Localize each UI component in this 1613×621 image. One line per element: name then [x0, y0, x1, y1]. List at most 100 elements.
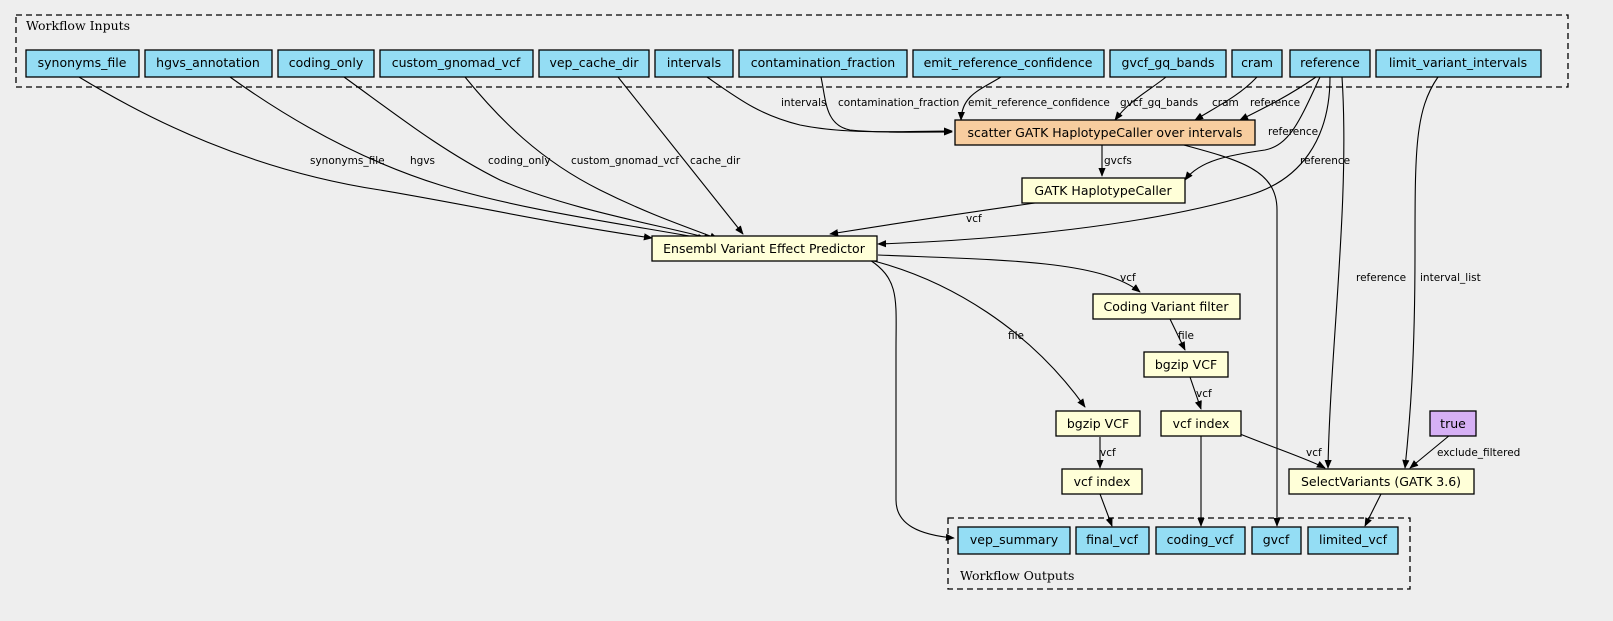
edge-label-reference-scatter: reference: [1250, 97, 1300, 109]
node-limited-vcf[interactable]: limited_vcf: [1307, 526, 1399, 555]
edge-cram: [1194, 76, 1258, 121]
edge-synonyms-file: [78, 76, 653, 241]
node-label: limit_variant_intervals: [1389, 55, 1527, 70]
edge-label-cache-dir: cache_dir: [690, 155, 741, 167]
edge-label-vcf-vep-filter: vcf: [1120, 272, 1136, 284]
node-label: coding_vcf: [1167, 532, 1234, 547]
node-label: gvcf: [1263, 532, 1290, 547]
node-gatk-haplotypecaller[interactable]: GATK HaplotypeCaller: [1021, 177, 1186, 204]
edge-vep-bgzip: [869, 259, 1086, 408]
edge-label-vcf-bgzip1-index: vcf: [1196, 388, 1212, 400]
edge-label-reference-hc: reference: [1268, 126, 1318, 138]
edge-labels: synonyms_file hgvs coding_only custom_gn…: [310, 97, 1520, 459]
node-label: vcf index: [1173, 416, 1230, 431]
node-true-constant[interactable]: true: [1429, 410, 1477, 437]
edge-label-interval-list: interval_list: [1420, 272, 1481, 284]
node-reference[interactable]: reference: [1289, 49, 1371, 78]
node-final-vcf[interactable]: final_vcf: [1075, 526, 1150, 555]
edge-interval-list: [1402, 76, 1439, 469]
edge-custom-gnomad: [464, 76, 719, 240]
edge-reference-vep: [877, 76, 1331, 248]
node-label: custom_gnomad_vcf: [392, 55, 521, 70]
edge-index-final-vcf: [1099, 493, 1113, 527]
edge-vep-summary: [869, 259, 955, 541]
node-label: coding_only: [289, 55, 364, 70]
edge-contamination: [820, 76, 953, 136]
edge-gvcf-gq-bands: [1114, 76, 1167, 121]
edge-select-limited: [1364, 493, 1382, 527]
node-limit-variant-intervals[interactable]: limit_variant_intervals: [1375, 49, 1542, 78]
edge-vcf-hc-vep: [829, 202, 1036, 237]
node-label: bgzip VCF: [1155, 357, 1217, 372]
node-scatter-haplotypecaller[interactable]: scatter GATK HaplotypeCaller over interv…: [954, 119, 1256, 146]
edge-bgzip-index: [1189, 376, 1202, 410]
step-nodes: scatter GATK HaplotypeCaller over interv…: [651, 119, 1477, 495]
edge-index-select: [1239, 433, 1326, 469]
workflow-outputs-label: Workflow Outputs: [960, 568, 1074, 583]
node-vep-cache-dir[interactable]: vep_cache_dir: [538, 49, 650, 78]
node-label: cram: [1241, 55, 1273, 70]
workflow-inputs-cluster: Workflow Inputs: [15, 14, 1569, 88]
node-cram[interactable]: cram: [1231, 49, 1283, 78]
node-label: emit_reference_confidence: [924, 55, 1093, 70]
edge-cache-dir: [617, 76, 744, 235]
edge-label-reference-vep: reference: [1300, 155, 1350, 167]
node-label: GATK HaplotypeCaller: [1034, 183, 1172, 198]
node-bgzip-vcf-right[interactable]: bgzip VCF: [1143, 351, 1229, 378]
node-synonyms-file[interactable]: synonyms_file: [25, 49, 140, 78]
edge-label-gvcf-gq-bands: gvcf_gq_bands: [1120, 97, 1198, 109]
node-vep-summary[interactable]: vep_summary: [957, 526, 1071, 555]
node-custom-gnomad-vcf[interactable]: custom_gnomad_vcf: [379, 49, 534, 78]
node-label: intervals: [667, 55, 721, 70]
edges: [78, 76, 1451, 541]
edge-label-emit-ref-conf: emit_reference_confidence: [968, 97, 1110, 109]
edge-reference-scatter: [1239, 76, 1317, 121]
node-label: contamination_fraction: [751, 55, 895, 70]
node-hgvs-annotation[interactable]: hgvs_annotation: [144, 49, 273, 78]
node-contamination-fraction[interactable]: contamination_fraction: [738, 49, 908, 78]
edge-label-vcf-index-select: vcf: [1306, 447, 1322, 459]
edge-filter-bgzip: [1169, 318, 1186, 351]
node-label: final_vcf: [1086, 532, 1138, 547]
edge-label-synonyms-file: synonyms_file: [310, 155, 385, 167]
node-coding-variant-filter[interactable]: Coding Variant filter: [1092, 293, 1241, 320]
node-intervals[interactable]: intervals: [654, 49, 734, 78]
edge-exclude-filtered: [1409, 434, 1451, 469]
edge-label-gvcfs: gvcfs: [1104, 155, 1132, 167]
input-nodes: synonyms_file hgvs_annotation coding_onl…: [25, 49, 1542, 78]
edge-vep-filter: [877, 254, 1141, 293]
edge-label-vcf-bgzip2-index: vcf: [1100, 447, 1116, 459]
node-label: vep_cache_dir: [549, 55, 639, 70]
node-coding-vcf[interactable]: coding_vcf: [1155, 526, 1246, 555]
node-coding-only[interactable]: coding_only: [277, 49, 375, 78]
edge-label-vcf-hc-vep: vcf: [966, 213, 982, 225]
edge-label-file-filter-bgzip: file: [1178, 330, 1194, 342]
edge-label-exclude-filtered: exclude_filtered: [1437, 447, 1520, 459]
node-label: Coding Variant filter: [1104, 299, 1230, 314]
node-label: bgzip VCF: [1067, 416, 1129, 431]
edge-emit-ref-conf: [957, 76, 1002, 121]
edge-reference-hc: [1184, 76, 1321, 181]
node-label: SelectVariants (GATK 3.6): [1301, 474, 1461, 489]
edge-hgvs: [229, 76, 707, 242]
node-bgzip-vcf-left[interactable]: bgzip VCF: [1055, 410, 1141, 437]
edge-label-intervals: intervals: [781, 97, 827, 109]
edge-reference-select: [1324, 76, 1345, 469]
workflow-outputs-cluster: Workflow Outputs: [947, 517, 1411, 590]
edge-label-hgvs: hgvs: [410, 155, 435, 167]
node-label: limited_vcf: [1319, 532, 1388, 547]
edge-scatter-gvcf: [1179, 143, 1281, 527]
node-vcf-index-right[interactable]: vcf index: [1160, 410, 1242, 437]
node-select-variants[interactable]: SelectVariants (GATK 3.6): [1288, 468, 1475, 495]
node-ensembl-vep[interactable]: Ensembl Variant Effect Predictor: [651, 235, 878, 262]
node-gvcf[interactable]: gvcf: [1251, 526, 1302, 555]
node-gvcf-gq-bands[interactable]: gvcf_gq_bands: [1109, 49, 1227, 78]
edge-label-reference-select: reference: [1356, 272, 1406, 284]
node-label: reference: [1300, 55, 1360, 70]
output-nodes: vep_summary final_vcf coding_vcf gvcf li…: [957, 526, 1399, 555]
node-vcf-index-left[interactable]: vcf index: [1061, 468, 1143, 495]
node-emit-reference-confidence[interactable]: emit_reference_confidence: [912, 49, 1105, 78]
node-label: vcf index: [1074, 474, 1131, 489]
edge-label-cram: cram: [1212, 97, 1239, 109]
